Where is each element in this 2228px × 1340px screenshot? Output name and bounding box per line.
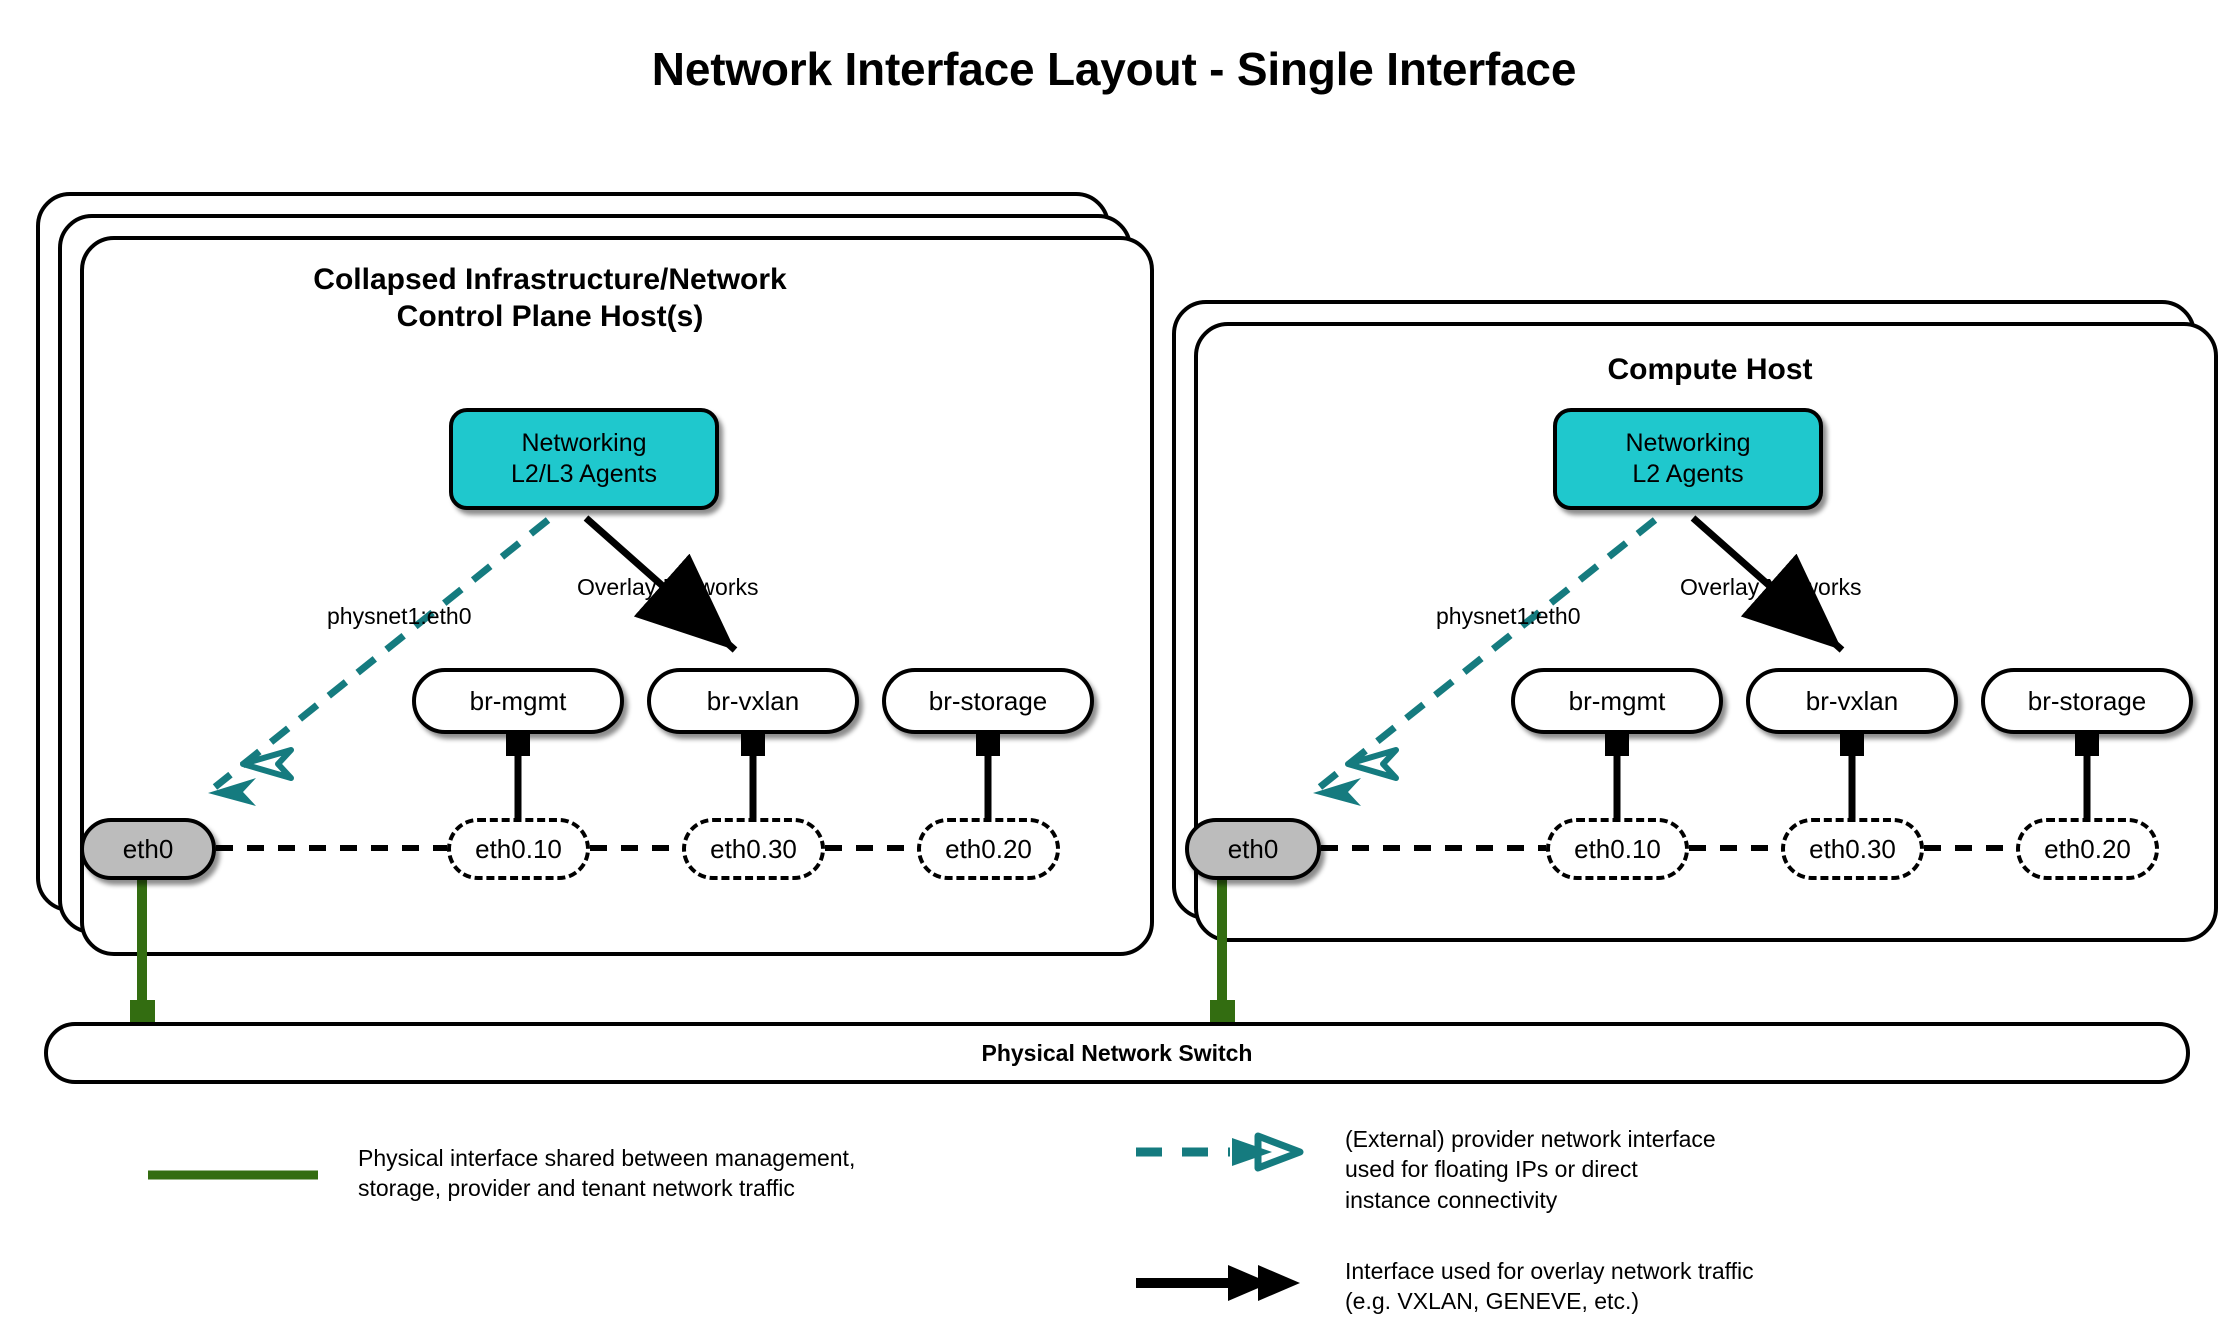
legend-item-physical-text: Physical interface shared between manage… — [358, 1145, 856, 1202]
agent-label-line-2: L2 Agents — [1632, 460, 1744, 488]
host-title-line-2: Control Plane Host(s) — [396, 299, 704, 333]
vlan-eth0-10-control-plane[interactable]: eth0.10 — [447, 818, 590, 880]
bridge-br-storage-compute[interactable]: br-storage — [1981, 668, 2193, 734]
legend-item-overlay-text: Interface used for overlay network traff… — [1345, 1258, 1754, 1315]
overlay-edge-label-control-plane: Overlay Networks — [577, 574, 759, 600]
agent-box-control-plane[interactable]: Networking L2/L3 Agents — [449, 408, 719, 510]
vlan-eth0-20-compute[interactable]: eth0.20 — [2016, 818, 2159, 880]
host-title-line-1: Collapsed Infrastructure/Network — [313, 263, 787, 296]
agent-box-compute[interactable]: Networking L2 Agents — [1553, 408, 1823, 510]
page-title: Network Interface Layout - Single Interf… — [651, 43, 1577, 95]
host-title-compute: Compute Host — [1330, 352, 2090, 389]
vlan-eth0-30-control-plane[interactable]: eth0.30 — [682, 818, 825, 880]
switch-label: Physical Network Switch — [981, 1039, 1253, 1066]
vlan-eth0-10-compute[interactable]: eth0.10 — [1546, 818, 1689, 880]
provider-edge-label-compute: physnet1:eth0 — [1436, 603, 1581, 629]
bridge-br-vxlan-control-plane[interactable]: br-vxlan — [647, 668, 859, 734]
bridge-br-mgmt-control-plane[interactable]: br-mgmt — [412, 668, 624, 734]
nic-eth0-control-plane[interactable]: eth0 — [80, 818, 216, 880]
host-title-control-plane: Collapsed Infrastructure/Network Control… — [130, 262, 970, 335]
overlay-edge-label-compute: Overlay Networks — [1680, 574, 1862, 600]
provider-edge-label-control-plane: physnet1:eth0 — [327, 603, 472, 629]
bridge-br-vxlan-compute[interactable]: br-vxlan — [1746, 668, 1958, 734]
physical-network-switch[interactable]: Physical Network Switch — [44, 1022, 2190, 1084]
agent-label-line-1: Networking — [521, 428, 647, 457]
agent-label-line-1: Networking — [1625, 428, 1751, 457]
nic-eth0-compute[interactable]: eth0 — [1185, 818, 1321, 880]
legend-item-provider-text: (External) provider network interface us… — [1345, 1126, 1716, 1213]
vlan-eth0-20-control-plane[interactable]: eth0.20 — [917, 818, 1060, 880]
bridge-br-storage-control-plane[interactable]: br-storage — [882, 668, 1094, 734]
vlan-eth0-30-compute[interactable]: eth0.30 — [1781, 818, 1924, 880]
bridge-br-mgmt-compute[interactable]: br-mgmt — [1511, 668, 1723, 734]
host-title-line-1: Compute Host — [1607, 353, 1813, 386]
agent-label-line-2: L2/L3 Agents — [511, 460, 657, 488]
